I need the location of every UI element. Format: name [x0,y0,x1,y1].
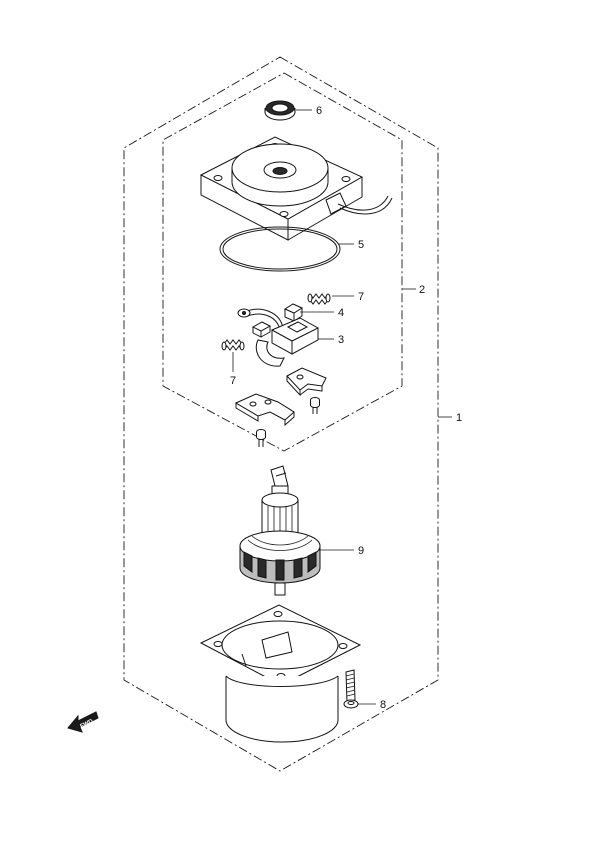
fwd-label: FWD [79,718,94,730]
callout-4: 4 [338,307,344,319]
armature-part-9[interactable] [239,465,321,596]
fwd-arrow-icon: FWD [67,711,99,733]
spring-part-7-upper[interactable] [307,293,331,305]
screw-part-8[interactable] [343,669,359,709]
callout-7-upper: 7 [358,291,364,303]
spring-part-7-lower[interactable] [221,339,245,351]
callout-3: 3 [338,334,344,346]
callout-9: 9 [358,545,364,557]
brush-holder-part-3[interactable] [237,308,320,367]
screw-right[interactable] [310,397,320,415]
assembly-boundary-inner [162,72,403,452]
callout-5: 5 [358,239,364,251]
callout-6: 6 [316,105,322,117]
brush-plate-right[interactable] [286,367,327,397]
bearing-part-6[interactable] [264,100,296,121]
o-ring-part-5[interactable] [219,226,341,272]
brush-part-4[interactable] [283,303,304,322]
assembly-boundary-outer [123,56,439,772]
leader-lines [232,109,452,705]
callout-7-lower: 7 [230,375,236,387]
brush-holder-cover[interactable] [199,136,393,241]
yoke-frame[interactable] [199,604,362,743]
screw-left[interactable] [256,429,266,448]
callout-8: 8 [380,699,386,711]
callout-1: 1 [456,412,462,424]
callout-2: 2 [419,284,425,296]
brush-plate-left[interactable] [234,393,295,427]
